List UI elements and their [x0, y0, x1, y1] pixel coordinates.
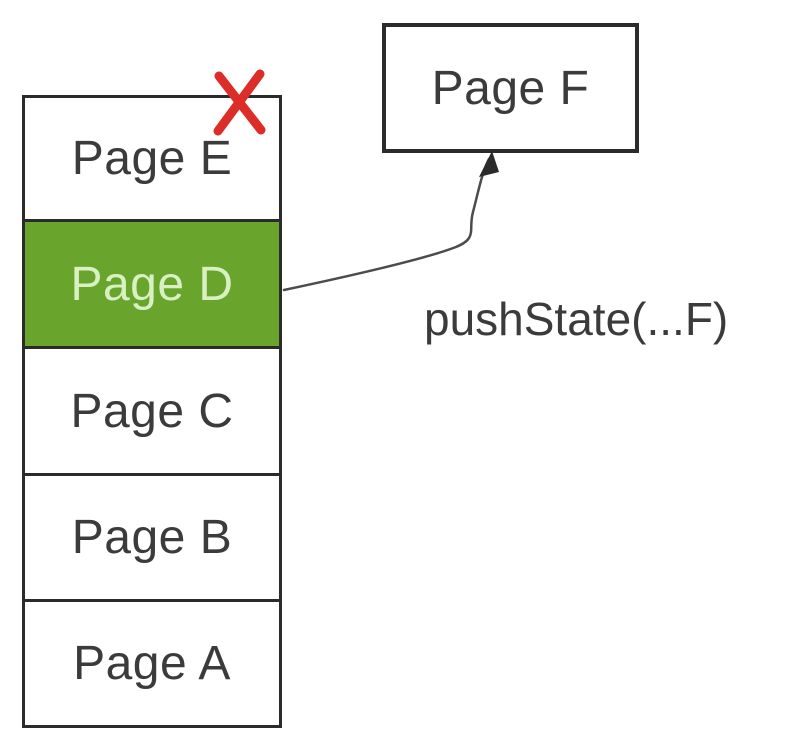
- stack-item-page-b: Page B: [22, 473, 282, 602]
- stack-item-label: Page C: [70, 384, 234, 438]
- stack-item-label: Page E: [71, 132, 233, 185]
- stack-item-label: Page B: [71, 511, 233, 564]
- stack-item-page-e: Page E: [22, 95, 282, 222]
- stack-item-page-c: Page C: [22, 346, 282, 476]
- new-page-label: Page F: [431, 61, 590, 115]
- push-state-annotation: pushState(...F): [424, 293, 729, 345]
- stack-item-label: Page A: [73, 637, 231, 690]
- new-page-box-page-f: Page F: [382, 23, 639, 153]
- curved-push-arrow-icon: [282, 151, 499, 292]
- stack-item-page-a: Page A: [22, 599, 282, 728]
- stack-item-label: Page D: [70, 257, 234, 311]
- stack-item-page-d: Page D: [22, 219, 282, 349]
